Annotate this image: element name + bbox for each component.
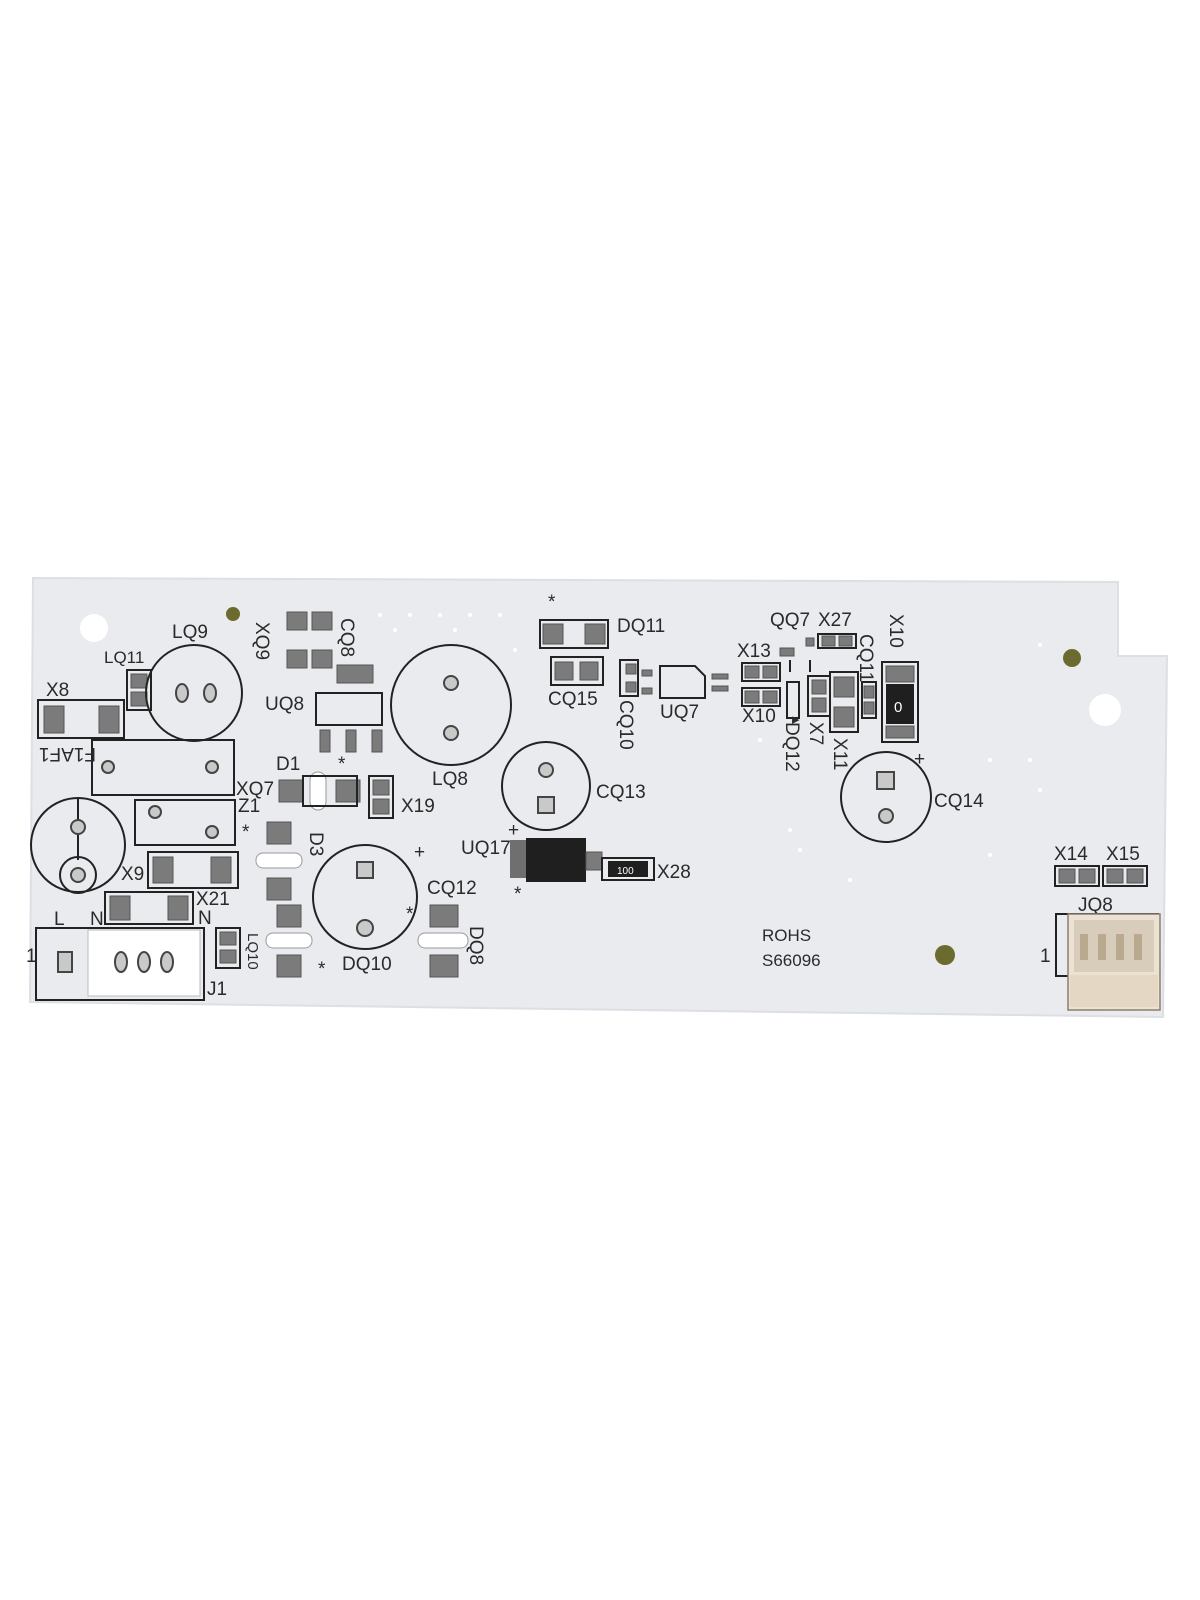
label-cq12: CQ12 [427, 878, 477, 899]
label-cq14: CQ14 [934, 791, 984, 812]
label-x10: X10 [742, 706, 776, 727]
marking-part: S66096 [762, 951, 821, 970]
label-x11: X11 [829, 738, 850, 770]
label-xq7: XQ7 [236, 779, 274, 800]
label-x21: X21 [196, 889, 230, 910]
star-mark: * [548, 592, 556, 613]
label-dq12: DQ12 [781, 722, 802, 772]
mount-pad [226, 607, 240, 621]
label-lq11: LQ11 [104, 648, 144, 667]
label-cq11: CQ11 [855, 634, 876, 682]
label-lq8: LQ8 [432, 769, 468, 790]
plus-mark: + [414, 842, 425, 863]
label-d1: D1 [276, 754, 300, 775]
jq8-connector [1067, 913, 1161, 1011]
label-uq8: UQ8 [265, 694, 304, 715]
label-x15: X15 [1106, 844, 1140, 865]
label-f1af1: F1AF1 [39, 743, 96, 764]
star-mark: * [338, 754, 346, 775]
label-cq15: CQ15 [548, 689, 598, 710]
mount-pad [935, 945, 955, 965]
label-cq10: CQ10 [615, 700, 636, 750]
label-x14: X14 [1054, 844, 1088, 865]
marking-rohs: ROHS [762, 926, 811, 945]
label-x7: X7 [805, 722, 826, 745]
label-uq7: UQ7 [660, 702, 699, 723]
label-qq7: QQ7 [770, 610, 810, 631]
label-uq17: UQ17 [461, 838, 511, 859]
label-xq9: XQ9 [251, 622, 272, 660]
star-mark: * [242, 822, 250, 843]
label-x9: X9 [121, 864, 144, 885]
label-j1: J1 [207, 979, 227, 1000]
label-x13: X13 [737, 641, 771, 662]
label-x27: X27 [818, 610, 852, 631]
label-lq9: LQ9 [172, 622, 208, 643]
label-lq10: LQ10 [244, 933, 261, 970]
plus-mark: + [508, 820, 519, 841]
star-mark: * [514, 884, 522, 905]
label-dq11: DQ11 [617, 616, 665, 637]
label-pin1-left: 1 [26, 946, 37, 967]
mount-pad [1063, 649, 1081, 667]
star-mark: * [318, 959, 326, 980]
label-z1: Z1 [238, 796, 260, 817]
label-l: L [54, 909, 65, 930]
label-pin1-right: 1 [1040, 946, 1051, 967]
mounting-hole [1089, 694, 1121, 726]
label-x28: X28 [657, 862, 691, 883]
label-x8: X8 [46, 680, 69, 701]
star-mark: * [406, 904, 414, 925]
label-d3: D3 [305, 832, 326, 856]
label-n-right: N [198, 908, 212, 929]
label-x19: X19 [401, 796, 435, 817]
label-n: N [90, 909, 104, 930]
label-dq8: DQ8 [465, 926, 486, 965]
label-jq8: JQ8 [1078, 895, 1113, 916]
label-x10-top: X10 [885, 614, 906, 648]
plus-mark: + [914, 749, 925, 770]
arrow-mark: ▸ [792, 711, 800, 728]
resistor-code: 100 [617, 866, 634, 877]
via-dots [378, 613, 1042, 882]
x10-code: 0 [894, 699, 902, 716]
label-cq8: CQ8 [336, 618, 357, 657]
label-dq10: DQ10 [342, 954, 392, 975]
label-cq13: CQ13 [596, 782, 646, 803]
mounting-hole [80, 614, 108, 642]
